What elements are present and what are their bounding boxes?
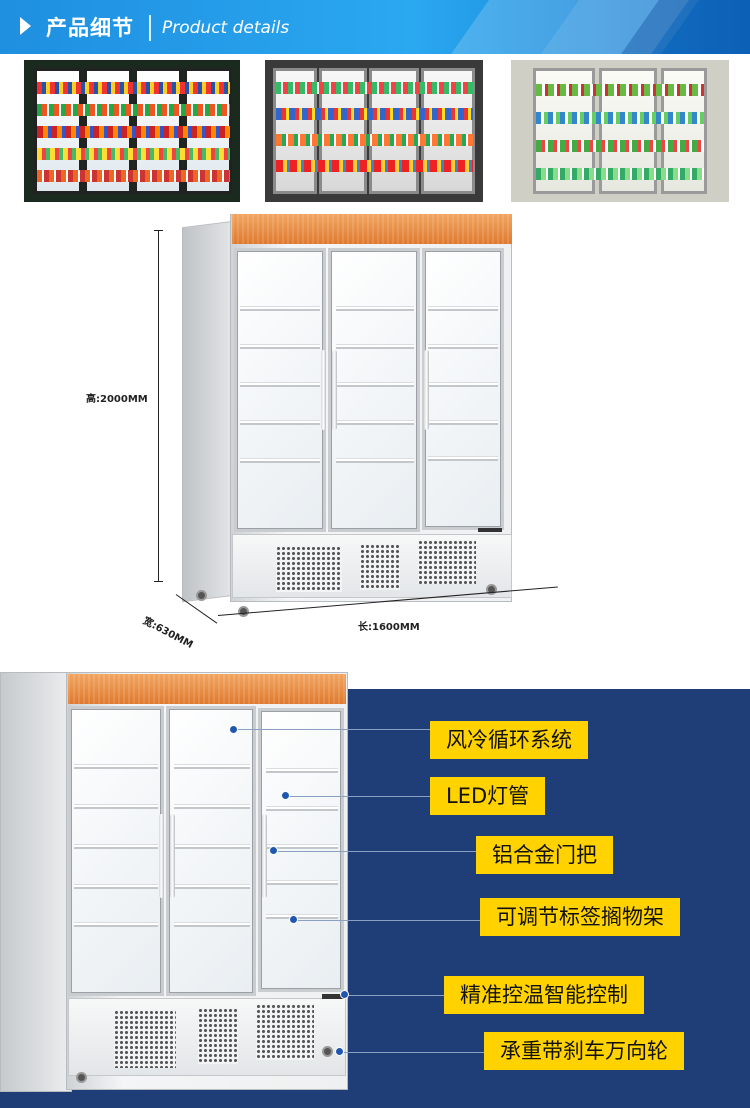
door-handle <box>321 350 326 430</box>
feature-label-air-cooling: 风冷循环系统 <box>430 721 588 759</box>
play-arrow-icon <box>20 17 31 35</box>
feature-marker-dot <box>335 1047 344 1056</box>
height-dimension-line <box>158 230 159 582</box>
section-header-banner: 产品细节 Product details <box>0 0 750 54</box>
door-handle <box>332 350 337 430</box>
door-handle <box>159 814 164 898</box>
top-light-panel <box>232 214 512 244</box>
section-title-cn: 产品细节 <box>46 16 134 40</box>
product-photo-store-2 <box>265 60 483 202</box>
title-divider <box>149 15 151 41</box>
control-panel <box>322 994 344 999</box>
door-handle <box>170 814 175 898</box>
vent-grille <box>276 546 342 592</box>
product-photo-store-3 <box>511 60 729 202</box>
depth-dimension-label: 宽:630MM <box>140 615 195 651</box>
fridge-door-middle <box>166 706 256 996</box>
feature-label-led: LED灯管 <box>430 777 546 815</box>
fridge-door-left <box>234 248 326 532</box>
vent-grille <box>256 1004 314 1060</box>
caster-wheel <box>322 1046 333 1057</box>
feature-marker-dot <box>281 791 290 800</box>
feature-marker-dot <box>340 990 349 999</box>
feature-label-temp-control: 精准控温智能控制 <box>444 976 644 1014</box>
feature-marker-dot <box>229 725 238 734</box>
caster-wheel <box>76 1072 87 1083</box>
fridge-door-left <box>68 706 164 996</box>
feature-label-caster: 承重带刹车万向轮 <box>484 1032 684 1070</box>
height-dimension-label: 高:2000MM <box>86 394 148 405</box>
caster-wheel <box>486 584 497 595</box>
fridge-door-right <box>422 248 504 530</box>
vent-grille <box>114 1010 176 1068</box>
feature-label-handle: 铝合金门把 <box>476 836 613 874</box>
section-title-en: Product details <box>162 18 290 38</box>
fridge-door-middle <box>328 248 420 532</box>
caster-wheel <box>196 590 207 601</box>
length-dimension-label: 长:1600MM <box>358 622 420 633</box>
feature-marker-dot <box>289 915 298 924</box>
feature-marker-dot <box>269 846 278 855</box>
vent-grille <box>198 1008 238 1064</box>
vent-grille <box>360 544 400 590</box>
feature-label-shelf: 可调节标签搁物架 <box>480 898 680 936</box>
top-light-panel <box>68 674 346 704</box>
control-panel <box>478 528 502 532</box>
door-handle <box>424 350 429 430</box>
product-photo-store-1 <box>24 60 240 202</box>
vent-grille <box>418 540 476 584</box>
door-handle <box>262 814 267 898</box>
